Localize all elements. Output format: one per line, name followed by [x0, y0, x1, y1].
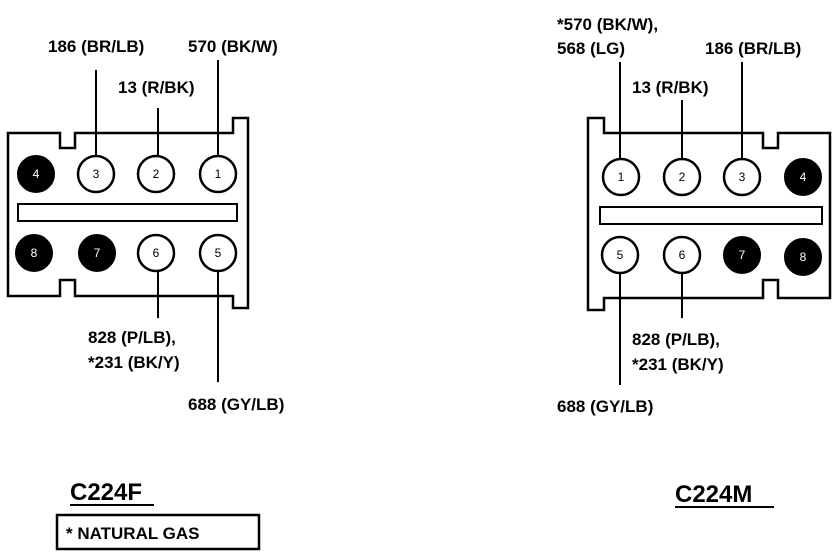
c224f-pin-7: 7 [78, 234, 116, 272]
c224m-pin-4-number: 4 [800, 170, 807, 184]
c224m-pin-7: 7 [723, 236, 761, 274]
c224m-label-pin6-line1: 828 (P/LB), [632, 330, 720, 349]
c224m-label-pin6-line2: *231 (BK/Y) [632, 355, 724, 374]
c224m-pin-1: 1 [601, 157, 641, 197]
c224f-pin-8-number: 8 [31, 246, 38, 260]
c224m-pin-8: 8 [784, 238, 822, 276]
c224m-label-pin2: 13 (R/BK) [632, 78, 709, 97]
c224f-label-pin6-line2: *231 (BK/Y) [88, 353, 180, 372]
c224m-pin-6-number: 6 [679, 248, 686, 262]
c224f-label-pin2: 13 (R/BK) [118, 78, 195, 97]
connector-c224m: 1 2 3 4 5 6 7 8 *57 [557, 15, 832, 508]
c224f-pin-1-number: 1 [215, 167, 222, 181]
c224m-pin-8-number: 8 [800, 250, 807, 264]
c224m-pin-2-number: 2 [679, 170, 686, 184]
c224m-pin-1-number: 1 [618, 170, 625, 184]
c224f-pin-6: 6 [136, 233, 176, 273]
c224m-pin-5: 5 [600, 235, 640, 275]
c224m-label-pin1-line1: *570 (BK/W), [557, 15, 658, 34]
c224f-pin-8: 8 [15, 234, 53, 272]
legend-note-text: * NATURAL GAS [66, 524, 200, 543]
c224m-label-pin1-line2: 568 (LG) [557, 39, 625, 58]
c224f-pin-1: 1 [198, 154, 238, 194]
c224m-label-pin5: 688 (GY/LB) [557, 397, 653, 416]
c224m-pin-6: 6 [662, 235, 702, 275]
legend-note-box [55, 513, 261, 551]
c224f-title: C224F [70, 479, 142, 506]
c224f-pin-3: 3 [76, 154, 116, 194]
connector-c224f-key-slot [17, 203, 238, 222]
connector-c224m-key-slot [599, 206, 823, 225]
c224f-pin-5-number: 5 [215, 246, 222, 260]
legend-note: * NATURAL GAS [55, 513, 261, 551]
c224f-pin-3-number: 3 [93, 167, 100, 181]
c224m-pin-5-number: 5 [617, 248, 624, 262]
c224f-pin-7-number: 7 [94, 246, 101, 260]
c224m-pin-3-number: 3 [739, 170, 746, 184]
c224m-pin-2: 2 [662, 157, 702, 197]
c224m-title: C224M [675, 481, 752, 508]
c224f-pin-5: 5 [198, 233, 238, 273]
c224f-label-pin6-line1: 828 (P/LB), [88, 328, 176, 347]
c224f-label-pin1: 570 (BK/W) [188, 37, 278, 56]
c224m-pin-7-number: 7 [739, 248, 746, 262]
c224f-pin-2-number: 2 [153, 167, 160, 181]
c224m-pin-3: 3 [722, 157, 762, 197]
c224f-pin-4-number: 4 [33, 167, 40, 181]
c224f-pin-4: 4 [17, 155, 55, 193]
c224m-label-pin3: 186 (BR/LB) [705, 39, 801, 58]
c224f-label-pin5: 688 (GY/LB) [188, 395, 284, 414]
c224f-pin-2: 2 [136, 154, 176, 194]
connector-c224f: 4 3 2 1 8 7 6 5 186 [6, 37, 284, 506]
c224f-pin-6-number: 6 [153, 246, 160, 260]
c224f-label-pin3: 186 (BR/LB) [48, 37, 144, 56]
c224m-pin-4: 4 [784, 158, 822, 196]
